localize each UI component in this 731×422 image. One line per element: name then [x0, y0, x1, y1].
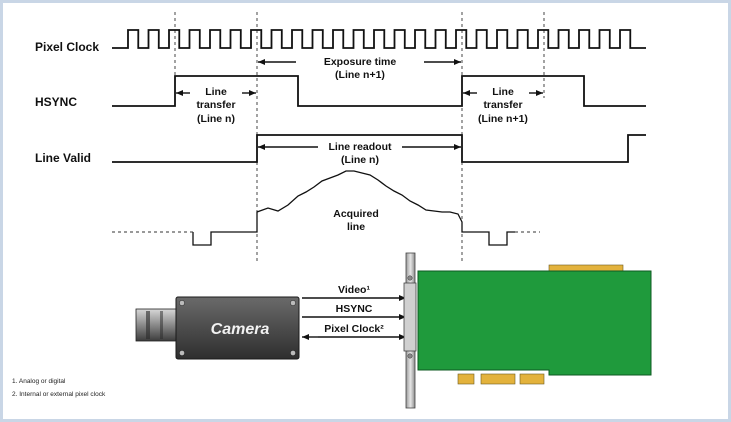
transfer-n1-label-3: (Line n+1) [478, 113, 528, 125]
acquired-line-waveform [192, 170, 515, 246]
camera-label: Camera [211, 321, 270, 338]
timing-guides [174, 12, 545, 262]
frame-grabber-board-icon [403, 252, 652, 409]
hsync-waveform [112, 75, 646, 107]
acquired-label-2: line [347, 221, 365, 233]
line-valid-waveform [112, 134, 646, 163]
hsync-interface-label: HSYNC [336, 303, 373, 315]
video-label: Video¹ [338, 284, 370, 296]
readout-label-2: (Line n) [341, 154, 379, 166]
pixel-clock-label: Pixel Clock [35, 40, 99, 54]
transfer-n-label-3: (Line n) [197, 113, 235, 125]
exposure-label-2: (Line n+1) [335, 69, 385, 81]
transfer-n1-label-2: transfer [483, 99, 522, 111]
transfer-n-label-1: Line [205, 86, 227, 98]
footnote-2: 2. Internal or external pixel clock [12, 391, 106, 398]
acquired-label-1: Acquired [333, 208, 379, 220]
readout-label-1: Line readout [328, 141, 392, 153]
transfer-n-label-2: transfer [196, 99, 235, 111]
camera-icon [135, 296, 300, 360]
exposure-label-1: Exposure time [324, 56, 397, 68]
pixel-clock-interface-label: Pixel Clock² [324, 323, 384, 335]
hsync-label: HSYNC [35, 95, 77, 109]
pixel-clock-waveform [112, 29, 646, 49]
line-valid-label: Line Valid [35, 151, 91, 165]
transfer-n1-label-1: Line [492, 86, 514, 98]
footnote-1: 1. Analog or digital [12, 378, 66, 385]
